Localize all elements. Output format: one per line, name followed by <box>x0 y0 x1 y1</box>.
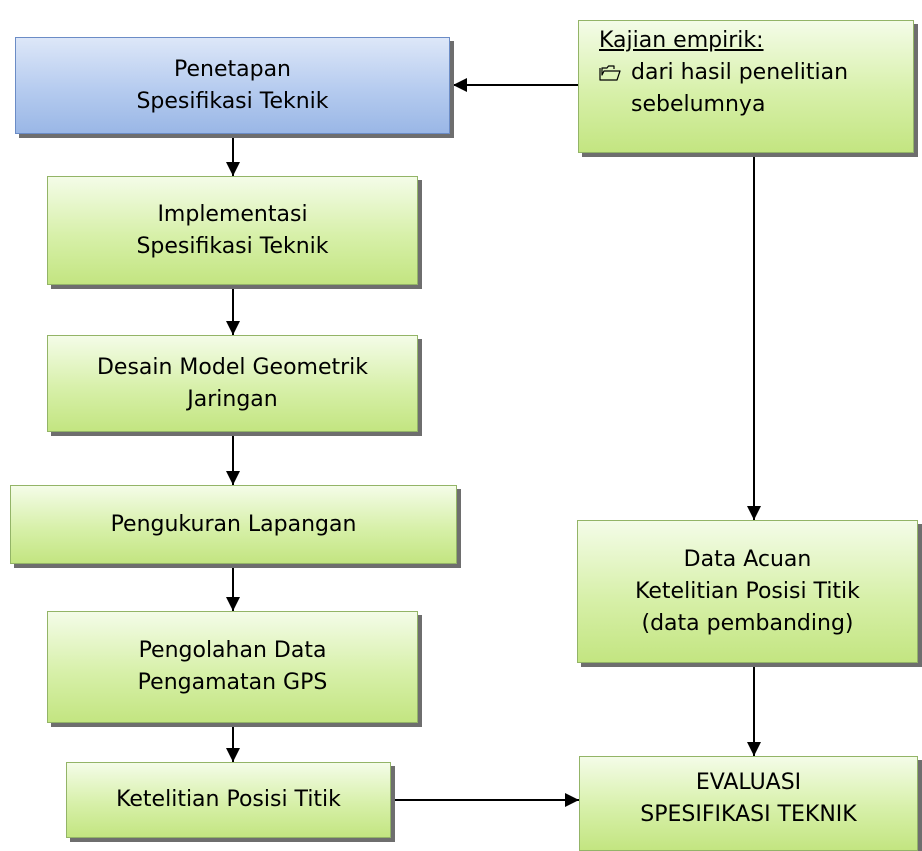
node-pengolahan-data: Pengolahan Data Pengamatan GPS <box>47 611 418 723</box>
node-desain-line2: Jaringan <box>187 386 278 412</box>
node-data-acuan-line2: Ketelitian Posisi Titik <box>635 578 860 604</box>
node-desain-line1: Desain Model Geometrik <box>96 354 369 380</box>
kajian-bullet-line2: sebelumnya <box>631 92 766 117</box>
node-data-acuan: Data Acuan Ketelitian Posisi Titik (data… <box>577 520 918 663</box>
node-evaluasi-line2: SPESIFIKASI TEKNIK <box>640 802 857 827</box>
folder-icon <box>599 57 623 89</box>
node-penetapan-line1: Penetapan <box>174 56 291 82</box>
node-implementasi-line1: Implementasi <box>157 201 308 227</box>
kajian-title: Kajian empirik: <box>599 28 764 53</box>
node-kajian-empirik: Kajian empirik: dari hasil penelitian se… <box>578 20 914 153</box>
node-desain-model-geometrik: Desain Model Geometrik Jaringan <box>47 335 418 432</box>
node-penetapan-spesifikasi: Penetapan Spesifikasi Teknik <box>15 37 450 134</box>
node-data-acuan-line3: (data pembanding) <box>641 610 854 636</box>
node-pengukuran-lapangan: Pengukuran Lapangan <box>10 485 457 564</box>
node-pengolahan-line1: Pengolahan Data <box>138 638 327 663</box>
node-evaluasi-line1: EVALUASI <box>695 770 802 795</box>
node-pengukuran-line1: Pengukuran Lapangan <box>110 511 357 537</box>
node-implementasi-spesifikasi: Implementasi Spesifikasi Teknik <box>47 176 418 285</box>
node-implementasi-line2: Spesifikasi Teknik <box>136 233 329 259</box>
node-penetapan-line2: Spesifikasi Teknik <box>136 88 329 114</box>
kajian-bullet-line1: dari hasil penelitian <box>631 60 849 85</box>
node-evaluasi-spesifikasi: EVALUASI SPESIFIKASI TEKNIK <box>579 756 918 851</box>
node-ketelitian-line1: Ketelitian Posisi Titik <box>116 787 341 812</box>
node-ketelitian-posisi-titik: Ketelitian Posisi Titik <box>66 762 391 838</box>
kajian-bullet: dari hasil penelitian <box>599 57 848 89</box>
node-pengolahan-line2: Pengamatan GPS <box>137 670 328 695</box>
node-data-acuan-line1: Data Acuan <box>683 546 812 572</box>
